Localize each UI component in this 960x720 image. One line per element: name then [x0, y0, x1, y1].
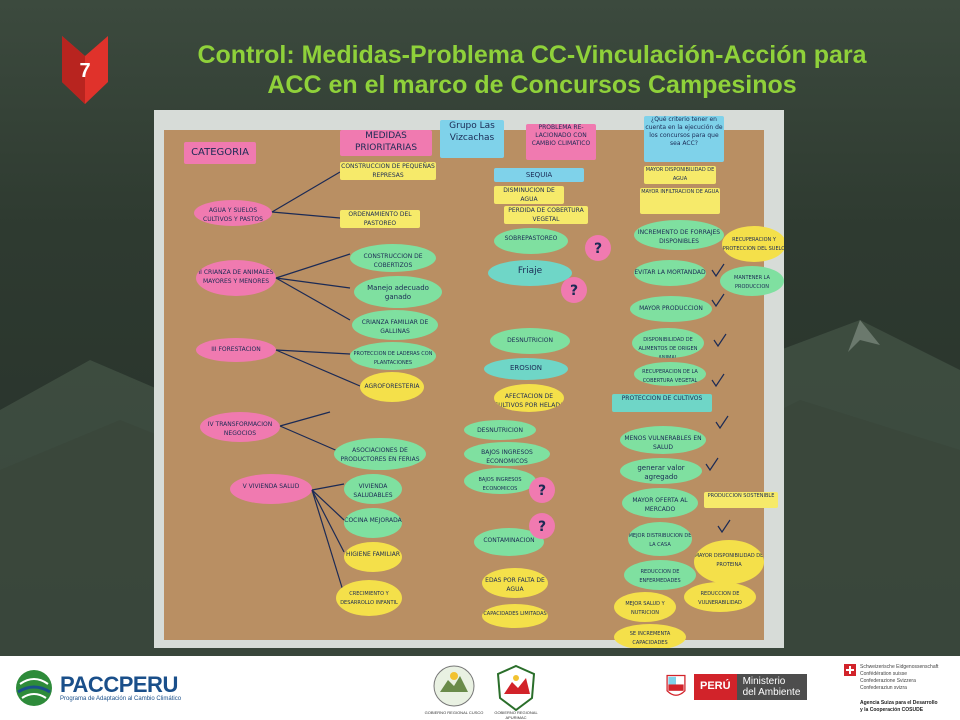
title-line-1: Control: Medidas-Problema CC-Vinculación… [197, 41, 867, 69]
criterio-enfermedades: REDUCCION DE ENFERMEDADES [624, 560, 696, 590]
criterio-valor-agregado: generar valor agregado [620, 458, 702, 484]
header-problema: PROBLEMA RE- LACIONADO CON CAMBIO CLIMAT… [526, 124, 596, 160]
problema-bajos-ingresos-1: BAJOS INGRESOS ECONOMICOS [464, 442, 550, 466]
medida-laderas: PROTECCION DE LADERAS CON PLANTACIONES [350, 342, 436, 370]
pacc-logo-text: PACCPERU [60, 672, 178, 697]
connector-lines [271, 171, 361, 595]
criterio-disponibilidad-agua: MAYOR DISPONIBILIDAD DE AGUA [644, 166, 716, 184]
medida-cocina: COCINA MEJORADA [344, 508, 402, 538]
problema-sequia: SEQUIA [494, 168, 584, 182]
cusco-seal-caption: GOBIERNO REGIONAL CUSCO [424, 710, 484, 715]
slide-title: Control: Medidas-Problema CC-Vinculación… [112, 40, 952, 100]
title-line-2: ACC en el marco de Concursos Campesinos [267, 71, 797, 99]
svg-text:?: ? [594, 241, 602, 257]
criterio-distribucion: MEJOR DISTRIBUCION DE LA CASA [628, 522, 692, 556]
kraft-paper-board: CATEGORIA MEDIDAS PRIORITARIAS Grupo Las… [164, 116, 784, 648]
ministerio-label: Ministerio del Ambiente [736, 674, 807, 700]
medida-ordenamiento: ORDENAMIENTO DEL PASTOREO [340, 210, 420, 228]
question-stickers: ?? ?? [529, 235, 731, 539]
footer-logos: PACCPERU Programa de Adaptación al Cambi… [0, 656, 960, 720]
note-mantener-produccion: MANTENER LA PRODUCCION [720, 266, 784, 296]
criterio-capacidades: SE INCREMENTA CAPACIDADES [614, 624, 686, 648]
category-crianza: II CRIANZA DE ANIMALES MAYORES Y MENORES [196, 260, 276, 296]
note-produccion-sostenible: PRODUCCION SOSTENIBLE [704, 492, 778, 508]
problema-friaje: Friaje [488, 260, 572, 286]
criterio-cobertura: RECUPERACION DE LA COBERTURA VEGETAL [634, 362, 706, 386]
header-criterio: ¿Qué criterio tener en cuenta en la ejec… [644, 116, 724, 162]
apurimac-seal-caption: GOBIERNO REGIONAL APURIMAC [494, 710, 538, 720]
problema-edas: EDAS POR FALTA DE AGUA [482, 568, 548, 598]
criterio-mortandad: EVITAR LA MORTANDAD [634, 260, 706, 286]
medida-cobertizos: CONSTRUCCION DE COBERTIZOS [350, 244, 436, 272]
svg-text:?: ? [538, 483, 546, 499]
swiss-flag-icon [844, 664, 856, 676]
problema-desnutricion-2: DESNUTRICION [464, 420, 536, 440]
problema-capacidades: CAPACIDADES LIMITADAS [482, 604, 548, 628]
medida-crecimiento: CRECIMIENTO Y DESARROLLO INFANTIL [336, 580, 402, 616]
medida-agroforesteria: AGROFORESTERIA [360, 372, 424, 402]
slide-number-badge [62, 36, 108, 104]
apurimac-seal-icon [496, 664, 536, 712]
medida-higiene: HIGIENE FAMILIAR [344, 542, 402, 572]
category-transformacion: IV TRANSFORMACION NEGOCIOS [200, 412, 280, 442]
medida-gallinas: CRIANZA FAMILIAR DE GALLINAS [352, 310, 438, 340]
problema-bajos-ingresos-2: BAJOS INGRESOS ECONOMICOS [464, 468, 536, 494]
note-vulnerabilidad: REDUCCION DE VULNERABILIDAD [684, 582, 756, 612]
criterio-mercado: MAYOR OFERTA AL MERCADO [622, 488, 698, 518]
peru-coat-of-arms-icon [666, 674, 686, 696]
criterio-infiltracion: MAYOR INFILTRACION DE AGUA [640, 188, 720, 214]
header-categoria: CATEGORIA [184, 142, 256, 164]
medida-represas: CONSTRUCCION DE PEQUEÑAS REPRESAS [340, 162, 436, 180]
criterio-forrajes: INCREMENTO DE FORRAJES DISPONIBLES [634, 220, 724, 250]
problema-desnutricion-1: DESNUTRICION [490, 328, 570, 354]
pacc-globe-icon [16, 670, 52, 706]
problema-disminucion-agua: DISMINUCION DE AGUA [494, 186, 564, 204]
criterio-cultivos: PROTECCION DE CULTIVOS [612, 394, 712, 412]
criterio-salud: MENOS VULNERABLES EN SALUD [620, 426, 706, 454]
medida-vivienda: VIVIENDA SALUDABLES [344, 474, 402, 504]
board-photo: CATEGORIA MEDIDAS PRIORITARIAS Grupo Las… [154, 110, 784, 648]
peru-label: PERÚ [694, 674, 737, 700]
cusco-seal-icon [433, 665, 475, 707]
pacc-subtitle: Programa de Adaptación al Cambio Climáti… [60, 696, 182, 702]
slide-number: 7 [79, 60, 91, 82]
problema-cobertura: PERDIDA DE COBERTURA VEGETAL [504, 206, 588, 224]
problema-sobrepastoreo: SOBREPASTOREO [494, 228, 568, 254]
problema-helada: AFECTACION DE CULTIVOS POR HELADA [494, 384, 564, 412]
medida-ferias: ASOCIACIONES DE PRODUCTORES EN FERIAS [334, 438, 426, 470]
note-recuperacion-suelo: RECUPERACION Y PROTECCION DEL SUELO [722, 226, 784, 262]
header-grupo: Grupo Las Vizcachas [440, 120, 504, 158]
header-medidas: MEDIDAS PRIORITARIAS [340, 130, 432, 156]
category-forestacion: III FORESTACION [196, 338, 276, 362]
problema-erosion: EROSION [484, 358, 568, 380]
criterio-alimentos: DISPONIBILIDAD DE ALIMENTOS DE ORIGEN AN… [632, 328, 704, 358]
cosude-agency-text: Agencia Suiza para el Desarrollo y la Co… [860, 700, 938, 713]
swiss-confederation-text: Schweizerische Eidgenossenschaft Confédé… [860, 664, 939, 691]
minam-logo: PERÚ Ministerio del Ambiente [694, 674, 807, 700]
svg-text:?: ? [538, 519, 546, 535]
medida-manejo-ganado: Manejo adecuado ganado [354, 276, 442, 308]
criterio-produccion: MAYOR PRODUCCION [630, 296, 712, 322]
svg-text:?: ? [570, 283, 578, 299]
criterio-nutricion: MEJOR SALUD Y NUTRICION [614, 592, 676, 622]
category-agua-suelos: AGUA Y SUELOS CULTIVOS Y PASTOS [194, 200, 272, 226]
note-proteina: MAYOR DISPONIBILIDAD DE PROTEINA [694, 540, 764, 584]
category-vivienda: V VIVIENDA SALUD [230, 474, 312, 504]
